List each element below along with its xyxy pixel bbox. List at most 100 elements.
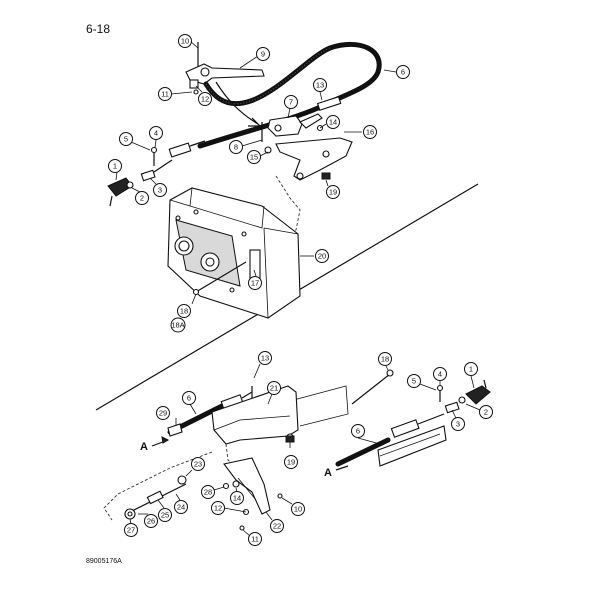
- callout-15: 15: [247, 150, 261, 164]
- svg-text:13: 13: [261, 354, 269, 363]
- cable-end-fittings-lower: [436, 379, 491, 414]
- svg-text:4: 4: [154, 129, 158, 138]
- mounting-bracket: [275, 137, 353, 181]
- callout-1-top: 1: [108, 159, 122, 173]
- svg-text:26: 26: [147, 517, 155, 526]
- svg-text:18A: 18A: [171, 321, 184, 330]
- page-number: 6-18: [86, 22, 111, 36]
- svg-text:5: 5: [412, 377, 416, 386]
- svg-text:10: 10: [181, 37, 189, 46]
- callout-16: 16: [363, 125, 377, 139]
- svg-text:3: 3: [456, 420, 460, 429]
- svg-text:27: 27: [127, 526, 135, 535]
- callout-14-bottom: 14: [230, 491, 244, 505]
- svg-text:14: 14: [329, 118, 337, 127]
- svg-text:A: A: [140, 441, 148, 453]
- callout-7: 7: [284, 95, 298, 109]
- svg-text:19: 19: [287, 458, 295, 467]
- svg-text:25: 25: [161, 511, 169, 520]
- callout-5-top: 5: [119, 132, 133, 146]
- svg-text:4: 4: [438, 370, 442, 379]
- svg-text:3: 3: [158, 186, 162, 195]
- callout-19-bottom: 19: [284, 455, 298, 469]
- svg-text:14: 14: [233, 494, 241, 503]
- pedal-lever-assembly: [185, 42, 265, 95]
- callout-27: 27: [124, 523, 138, 537]
- svg-text:21: 21: [270, 384, 278, 393]
- reference-arrow-a-left: A: [140, 436, 170, 453]
- svg-text:23: 23: [194, 460, 202, 469]
- callout-6-top: 6: [396, 65, 410, 79]
- svg-text:18: 18: [180, 307, 188, 316]
- svg-text:7: 7: [289, 98, 293, 107]
- frame-block: [285, 385, 349, 427]
- callout-3-bottom: 3: [451, 417, 465, 431]
- svg-text:8: 8: [234, 143, 238, 152]
- svg-text:1: 1: [113, 162, 117, 171]
- svg-text:10: 10: [294, 505, 302, 514]
- svg-text:2: 2: [484, 408, 488, 417]
- callout-14-top: 14: [326, 115, 340, 129]
- cable-anchor-bracket: [261, 113, 324, 154]
- callout-22: 22: [270, 519, 284, 533]
- callout-18a: 18A: [170, 317, 186, 333]
- callout-26: 26: [144, 514, 158, 528]
- callout-18-top: 18: [177, 304, 191, 318]
- dashed-link-bottom: [103, 451, 213, 521]
- svg-text:A: A: [324, 467, 332, 479]
- cable-end-fittings-upper: [107, 146, 173, 207]
- callout-10-top: 10: [178, 34, 192, 48]
- svg-text:12: 12: [201, 95, 209, 104]
- svg-text:17: 17: [251, 279, 259, 288]
- long-rod: [351, 369, 394, 405]
- callout-6-bottom-right: 6: [351, 424, 365, 438]
- svg-text:28: 28: [204, 488, 212, 497]
- cable-end-linkage: [124, 475, 187, 520]
- callout-11-top: 11: [158, 87, 172, 101]
- svg-text:15: 15: [250, 153, 258, 162]
- svg-text:11: 11: [251, 535, 259, 544]
- callout-19-top: 19: [326, 185, 340, 199]
- callouts: 10 9 11 12 6 13 7 14 16 8 15 19 5 4 1 2 …: [108, 34, 493, 546]
- gearbox-housing: [167, 187, 301, 319]
- callout-18-bottom: 18: [378, 352, 392, 366]
- svg-text:29: 29: [159, 409, 167, 418]
- lower-left-cable: [167, 386, 253, 437]
- svg-text:19: 19: [329, 188, 337, 197]
- callout-1-bottom: 1: [464, 362, 478, 376]
- svg-text:13: 13: [316, 81, 324, 90]
- reference-arrow-a-right: A: [324, 465, 349, 479]
- lower-mounting-bracket: [211, 385, 299, 445]
- callout-2-bottom: 2: [479, 405, 493, 419]
- callout-13-bottom: 13: [258, 351, 272, 365]
- callout-6-bottom-left: 6: [182, 391, 196, 405]
- callout-29: 29: [156, 406, 170, 420]
- callout-5-bottom: 5: [407, 374, 421, 388]
- svg-text:16: 16: [366, 128, 374, 137]
- callout-11-bottom: 11: [248, 532, 262, 546]
- svg-text:5: 5: [124, 135, 128, 144]
- callout-17: 17: [248, 276, 262, 290]
- callout-9: 9: [256, 47, 270, 61]
- callout-8: 8: [229, 140, 243, 154]
- callout-3-top: 3: [153, 183, 167, 197]
- callout-4-bottom: 4: [433, 367, 447, 381]
- svg-text:12: 12: [214, 504, 222, 513]
- svg-text:20: 20: [318, 252, 326, 261]
- callout-13-top: 13: [313, 78, 327, 92]
- callout-12-top: 12: [198, 92, 212, 106]
- svg-text:1: 1: [469, 365, 473, 374]
- callout-21: 21: [267, 381, 281, 395]
- callout-10-bottom: 10: [291, 502, 305, 516]
- callout-25: 25: [158, 508, 172, 522]
- svg-text:6: 6: [401, 68, 405, 77]
- lower-right-cable: [335, 413, 447, 467]
- svg-text:24: 24: [177, 503, 185, 512]
- svg-text:2: 2: [140, 194, 144, 203]
- svg-text:22: 22: [273, 522, 281, 531]
- svg-text:9: 9: [261, 50, 265, 59]
- svg-text:11: 11: [161, 90, 169, 99]
- drawing-number: 89005176A: [86, 558, 122, 565]
- callout-4-top: 4: [149, 126, 163, 140]
